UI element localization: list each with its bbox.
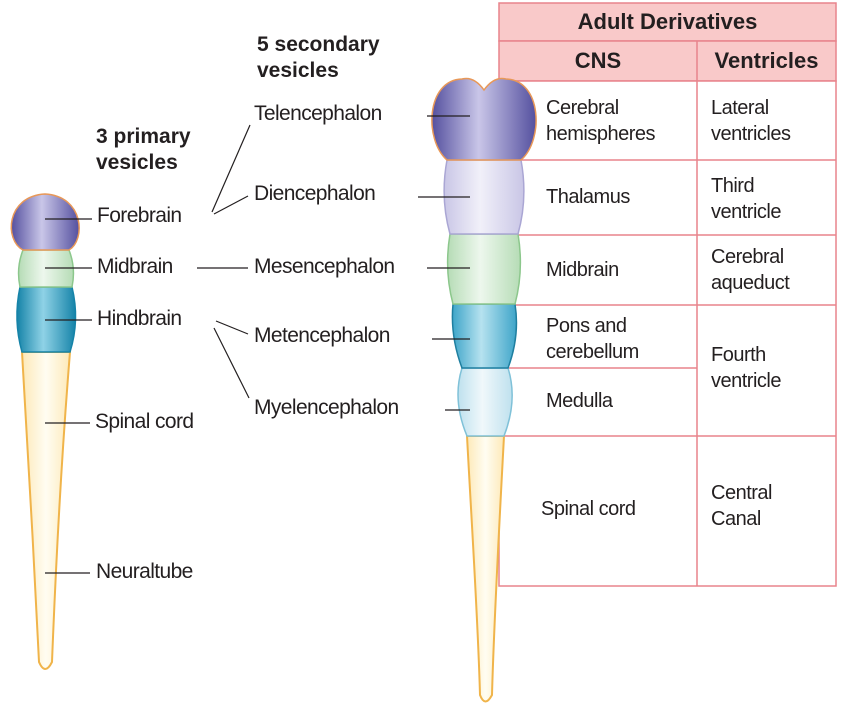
telencephalon-label: Telencephalon — [254, 102, 382, 126]
cell-line: ventricle — [711, 199, 781, 225]
table-header-ventricles: Ventricles — [697, 48, 836, 74]
table-cell-cns: Spinal cord — [541, 496, 636, 522]
secondary-heading-line1: 5 secondary — [257, 32, 380, 58]
cell-line: Lateral — [711, 95, 790, 121]
table-cell-cns: Midbrain — [546, 257, 619, 283]
forebrain-label: Forebrain — [97, 204, 181, 228]
table-cell-cns: Pons and cerebellum — [546, 313, 639, 365]
midbrain-label: Midbrain — [97, 255, 173, 279]
metencephalon-shape — [452, 304, 516, 368]
cell-line: Cerebral — [711, 244, 789, 270]
table-cell-ventricle: Third ventricle — [711, 173, 781, 225]
table-cell-ventricle: Lateral ventricles — [711, 95, 790, 147]
cell-line: cerebellum — [546, 339, 639, 365]
table-cell-ventricle: Cerebral aqueduct — [711, 244, 789, 296]
primary-neural-tube — [11, 194, 79, 669]
cell-line: Thalamus — [546, 184, 630, 210]
cell-line: Cerebral — [546, 95, 655, 121]
table-cell-ventricle: Central Canal — [711, 480, 772, 532]
table-cell-cns: Cerebral hemispheres — [546, 95, 655, 147]
cell-line: Fourth — [711, 342, 781, 368]
primary-heading-line2: vesicles — [96, 150, 191, 176]
cell-line: Third — [711, 173, 781, 199]
cell-line: Canal — [711, 506, 772, 532]
spinal-cord-label: Spinal cord — [95, 410, 193, 434]
secondary-vesicles-heading: 5 secondary vesicles — [257, 32, 380, 84]
table-cell-cns: Thalamus — [546, 184, 630, 210]
table-header-cns: CNS — [499, 48, 697, 74]
metencephalon-label: Metencephalon — [254, 324, 390, 348]
cell-line: Pons and — [546, 313, 639, 339]
cell-line: hemispheres — [546, 121, 655, 147]
primary-forebrain-shape — [11, 194, 79, 250]
mesencephalon-label: Mesencephalon — [254, 255, 394, 279]
secondary-heading-line2: vesicles — [257, 58, 380, 84]
cell-line: ventricles — [711, 121, 790, 147]
cell-line: Midbrain — [546, 257, 619, 283]
cell-line: ventricle — [711, 368, 781, 394]
primary-vesicles-heading: 3 primary vesicles — [96, 124, 191, 176]
cell-line: Central — [711, 480, 772, 506]
diencephalon-label: Diencephalon — [254, 182, 375, 206]
primary-spinal-cord-shape — [22, 352, 70, 669]
primary-heading-line1: 3 primary — [96, 124, 191, 150]
hindbrain-label: Hindbrain — [97, 307, 182, 331]
table-title: Adult Derivatives — [499, 9, 836, 35]
cell-line: Medulla — [546, 388, 613, 414]
mesencephalon-shape — [448, 234, 521, 304]
table-cell-ventricle: Fourth ventricle — [711, 342, 781, 394]
telencephalon-shape — [432, 78, 536, 160]
neural-tube-label: Neuraltube — [96, 560, 193, 584]
cell-line: Spinal cord — [541, 496, 636, 522]
myelencephalon-shape — [458, 368, 512, 436]
cell-line: aqueduct — [711, 270, 789, 296]
table-cell-cns: Medulla — [546, 388, 613, 414]
myelencephalon-label: Myelencephalon — [254, 396, 399, 420]
